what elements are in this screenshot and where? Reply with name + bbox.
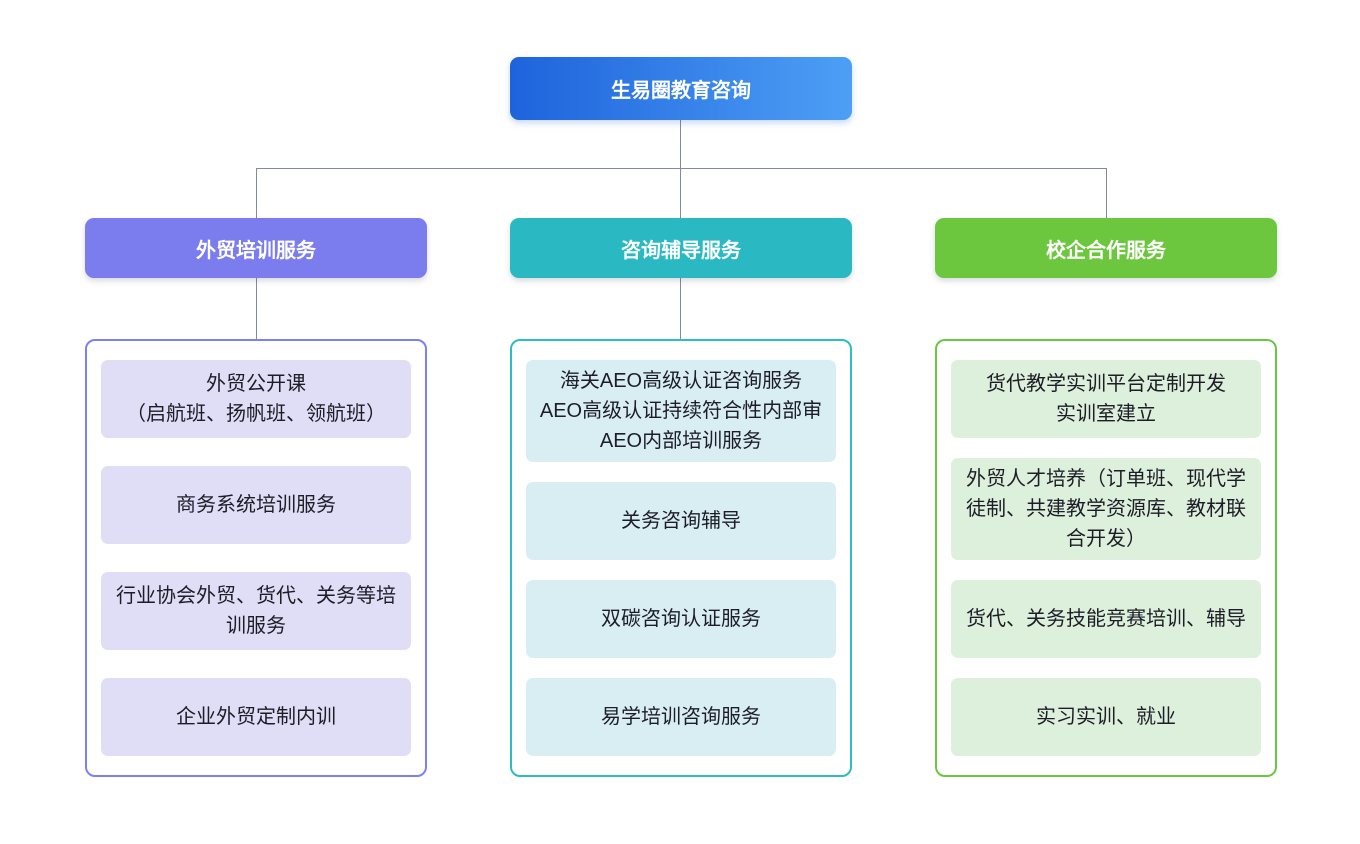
service-item: 企业外贸定制内训 — [101, 678, 411, 756]
root-node-label: 生易圈教育咨询 — [611, 80, 751, 102]
root-node: 生易圈教育咨询 — [510, 57, 852, 120]
branch-header-trade-training: 外贸培训服务 — [85, 218, 427, 278]
service-item: 双碳咨询认证服务 — [526, 580, 836, 658]
service-item: 外贸公开课 （启航班、扬帆班、领航班） — [101, 360, 411, 438]
branch-container-school-enterprise: 货代教学实训平台定制开发 实训室建立 外贸人才培养（订单班、现代学徒制、共建教学… — [935, 339, 1277, 777]
connector-branch2-drop — [680, 168, 681, 218]
connector-root-vertical — [680, 120, 681, 168]
service-item: 货代教学实训平台定制开发 实训室建立 — [951, 360, 1261, 438]
service-item: 货代、关务技能竞赛培训、辅导 — [951, 580, 1261, 658]
branch-container-trade-training: 外贸公开课 （启航班、扬帆班、领航班） 商务系统培训服务 行业协会外贸、货代、关… — [85, 339, 427, 777]
branch-container-consulting-coaching: 海关AEO高级认证咨询服务 AEO高级认证持续符合性内部审 AEO内部培训服务 … — [510, 339, 852, 777]
service-item: 关务咨询辅导 — [526, 482, 836, 560]
service-item: 外贸人才培养（订单班、现代学徒制、共建教学资源库、教材联合开发） — [951, 458, 1261, 560]
connector-branch1-drop — [256, 168, 257, 218]
connector-branch1-container — [256, 278, 257, 339]
service-item: 商务系统培训服务 — [101, 466, 411, 544]
branch-header-label: 校企合作服务 — [1046, 239, 1166, 262]
service-item: 行业协会外贸、货代、关务等培训服务 — [101, 572, 411, 650]
service-item: 易学培训咨询服务 — [526, 678, 836, 756]
connector-branch2-container — [680, 278, 681, 339]
branch-header-consulting-coaching: 咨询辅导服务 — [510, 218, 852, 278]
service-item: 海关AEO高级认证咨询服务 AEO高级认证持续符合性内部审 AEO内部培训服务 — [526, 360, 836, 462]
connector-horizontal — [256, 168, 1106, 169]
branch-header-label: 外贸培训服务 — [196, 239, 316, 262]
connector-branch3-drop — [1106, 168, 1107, 218]
branch-header-school-enterprise: 校企合作服务 — [935, 218, 1277, 278]
service-item: 实习实训、就业 — [951, 678, 1261, 756]
branch-header-label: 咨询辅导服务 — [621, 239, 741, 262]
